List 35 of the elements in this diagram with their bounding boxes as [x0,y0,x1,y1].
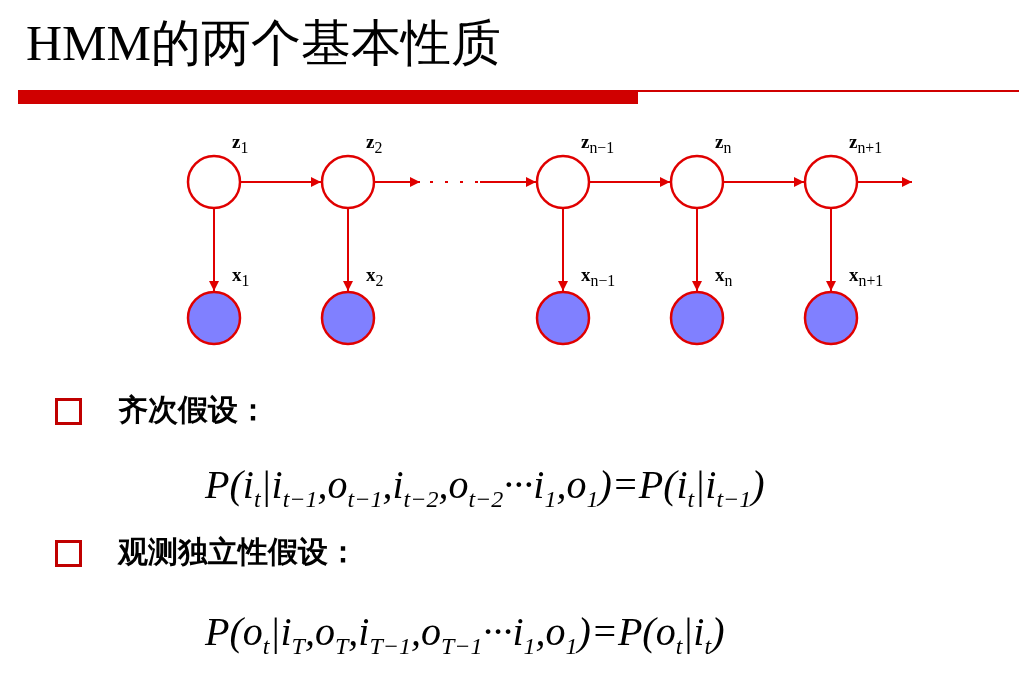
slide-title: HMM的两个基本性质 [26,18,502,68]
circle-node [803,154,859,210]
circle-node [186,290,242,346]
circle-node [535,290,591,346]
node-label: z$_{n+1}$ [849,132,883,156]
circle-node [320,290,376,346]
arrow [826,208,836,292]
node-label: z$_{2}$ [366,132,383,156]
node-label: z$_{1}$ [232,132,249,156]
node-label: z$_{n}$ [715,132,732,156]
section-heading: 观测独立性假设： [118,537,358,567]
arrow [692,208,702,292]
node-label: z$_{n−1}$ [581,132,615,156]
circle-node [803,290,859,346]
circle-node [186,154,242,210]
circle-node [320,154,376,210]
node-label: x$_{n+1}$ [849,265,884,289]
node-label: x$_{1}$ [232,265,250,289]
section-heading: 齐次假设： [118,395,268,425]
arrow [209,208,219,292]
formula: P(o$_{t}$|i$_{T}$,o$_{T}$,i$_{T−1}$,o$_{T−1}$···i$_{1}$,o$_{1}$)=P(o$_{t}$|i$_{t}$) [205,612,725,658]
circle-node [669,290,725,346]
node-label: x$_{2}$ [366,265,384,289]
arrow [723,177,805,187]
node-label: x$_{n}$ [715,265,733,289]
arrow [240,177,322,187]
arrow [558,208,568,292]
arrow [374,177,537,187]
circle-node [669,154,725,210]
arrow [343,208,353,292]
formula: P(i$_{t}$|i$_{t−1}$,o$_{t−1}$,i$_{t−2}$,o$_{t−2}$···i$_{1}$,o$_{1}$)=P(i$_{t}$|i$_{t−1}$) [205,465,765,511]
node-label: x$_{n−1}$ [581,265,616,289]
arrow [589,177,671,187]
circle-node [535,154,591,210]
arrow [857,177,913,187]
